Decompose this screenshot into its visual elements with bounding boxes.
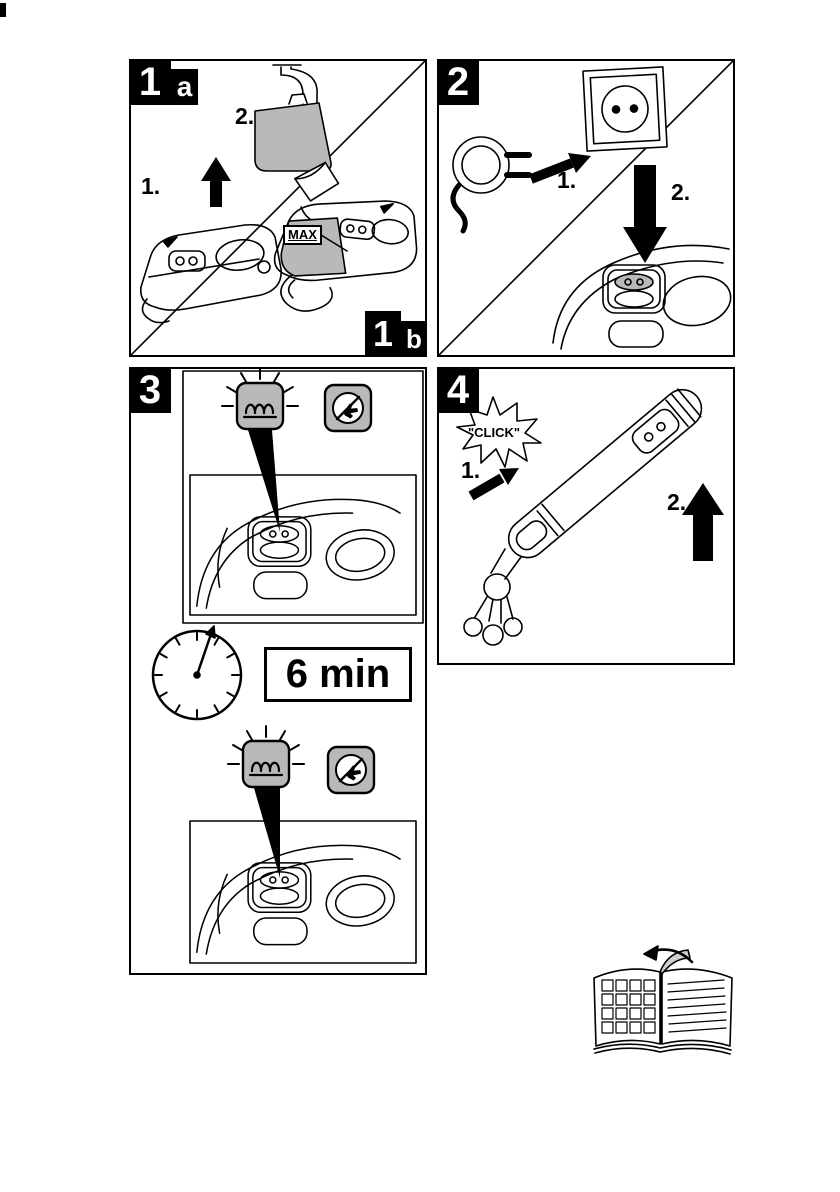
control-panel-sketch-1 [196,498,401,609]
steam-cleaner-1a [139,223,282,324]
control-panel-frame-2 [189,820,417,964]
open-manual-illustration [593,945,733,1055]
heating-lamp-icon [241,739,291,789]
indicator-pointer-arrow-1 [248,430,280,532]
heating-lamp-icon [235,381,285,431]
step-1-label: 1. [461,457,481,483]
step-2-label: 2. [235,103,255,129]
diagonal-divider [439,61,733,355]
steam-cleaner-control-area [552,244,732,350]
lift-arrow [201,157,231,207]
click-label: "CLICK" [467,425,521,440]
attach-arrow-shaft [468,473,505,501]
step-1-label: 1. [557,167,577,193]
plug-in-arrow-shaft [529,158,574,184]
power-plug [450,136,532,234]
page-stack [593,1043,732,1055]
max-level-label: MAX [283,225,322,245]
page-turn-arrow-head [643,945,659,961]
diagonal-divider [131,61,425,355]
steam-cleaner-1b [273,200,418,312]
panel-step-4: 4 "CLICK" 1. 2. [437,367,735,665]
panel-step-1: 1 a 1 b 1. 2. MAX [129,59,427,357]
step-2-illustration [439,61,733,355]
steam-gun [507,388,703,559]
attach-arrow-head [499,468,519,485]
clock-icon [151,625,243,721]
panel-1a-badge-letter: a [171,69,198,105]
panel-1b-badge-number: 1 [365,311,401,357]
heatup-time-label: 6 min [264,647,412,702]
press-switch-arrow [623,165,667,263]
do-not-use-hand-icon [326,745,376,795]
step-1-label: 1. [141,173,161,199]
step-2-label: 2. [667,489,687,515]
pull-up-arrow [682,483,724,561]
panel-step-2: 2 1. 2. [437,59,735,357]
indicator-pointer-arrow-2 [254,788,280,878]
panel-2-badge: 2 [437,59,479,105]
panel-1b-badge-letter: b [401,321,427,357]
panel-3-badge: 3 [129,367,171,413]
print-mark [0,3,6,17]
right-page-text-lines [667,979,727,1033]
step-2-label: 2. [671,179,691,205]
measuring-cup [294,161,340,202]
panel-step-3: 3 6 min [129,367,427,975]
click-starburst [456,396,542,468]
panel-1a-badge-number: 1 [129,59,171,105]
panel-4-badge: 4 [437,367,479,413]
step-4-illustration [456,388,724,646]
do-not-use-hand-icon [323,383,373,433]
status-frame [182,370,424,624]
wall-socket [582,66,668,152]
plug-in-arrow-head [568,153,591,173]
open-manual-icon [586,944,740,1066]
control-panel-frame-1 [189,474,417,616]
control-panel-sketch-2 [196,844,401,955]
left-page-grid [601,979,656,1034]
faucet-and-tank [254,64,332,172]
step-3-illustration [151,369,424,964]
max-leader-line [320,234,348,252]
detail-brush [463,548,523,646]
